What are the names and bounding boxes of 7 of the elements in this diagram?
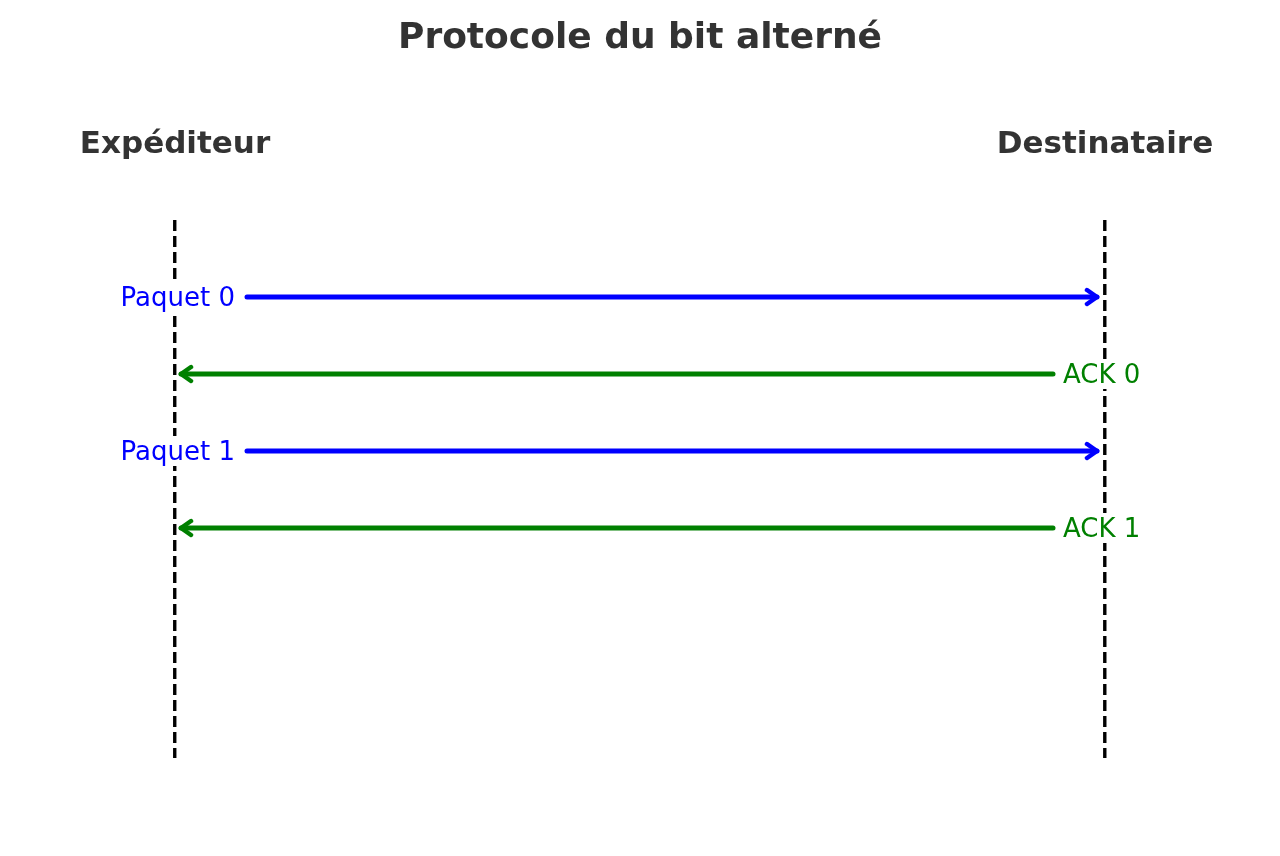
participant-label: Expéditeur xyxy=(79,124,271,161)
arrow xyxy=(178,364,1056,384)
diagram-title: Protocole du bit alterné xyxy=(398,14,882,58)
arrow xyxy=(244,441,1100,461)
participant-label: Destinataire xyxy=(996,124,1214,161)
arrow xyxy=(244,287,1100,307)
arrow xyxy=(178,518,1056,538)
